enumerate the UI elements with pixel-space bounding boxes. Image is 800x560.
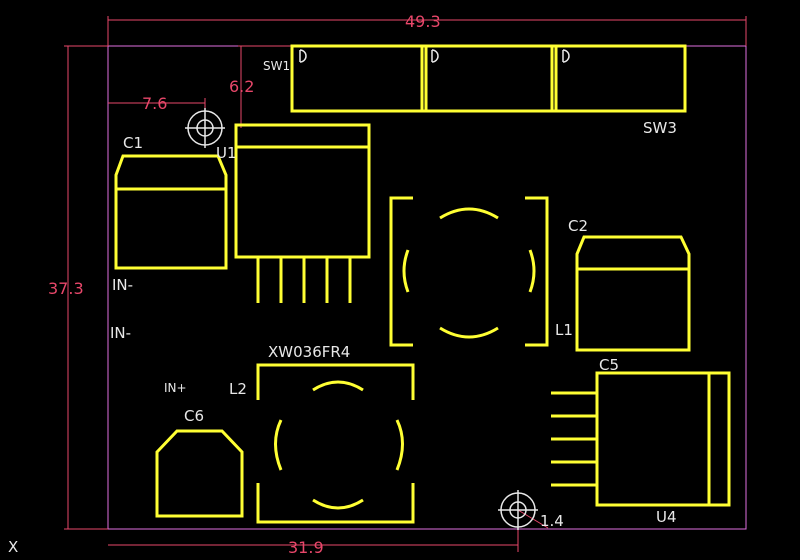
inductor-l1: [389, 196, 549, 347]
label-part-number: XW036FR4: [268, 343, 350, 361]
label-sw1: SW1: [263, 59, 290, 73]
capacitor-c1: [114, 154, 228, 270]
label-in-minus-2: IN-: [110, 324, 131, 342]
dimension-height-total: 37.3: [48, 45, 108, 530]
label-c2: C2: [568, 217, 588, 235]
label-l1: L1: [555, 321, 573, 339]
corner-axis-label: X: [8, 538, 18, 556]
label-c1: C1: [123, 134, 143, 152]
switch-bank: [290, 44, 687, 113]
dimension-bottom-offset: 31.9: [108, 490, 519, 557]
dimension-top-offset: 6.2: [229, 45, 292, 128]
capacitor-c2: [575, 235, 691, 352]
dimension-left-offset-label: 7.6: [142, 94, 167, 113]
dimension-hole-offset-label: 1.4: [540, 512, 564, 530]
label-u1: U1: [216, 144, 237, 162]
dimension-width-total-label: 49.3: [405, 12, 441, 31]
dimension-left-offset: 7.6: [108, 94, 206, 130]
dimension-width-total: 49.3: [107, 12, 747, 46]
mounting-hole-bottom: [498, 490, 538, 530]
regulator-u1: [234, 123, 371, 303]
label-sw3: SW3: [643, 119, 677, 137]
dimension-height-total-label: 37.3: [48, 279, 84, 298]
dimension-bottom-offset-label: 31.9: [288, 538, 324, 557]
label-l2: L2: [229, 380, 247, 398]
dimension-top-offset-label: 6.2: [229, 77, 254, 96]
inductor-l2: [256, 363, 415, 524]
capacitor-c6: [155, 429, 244, 518]
label-u4: U4: [656, 508, 677, 526]
regulator-u4: [551, 371, 731, 507]
label-c5: C5: [599, 356, 619, 374]
label-in-plus: IN+: [164, 381, 187, 395]
mounting-hole-top: [185, 108, 225, 148]
label-in-minus-1: IN-: [112, 276, 133, 294]
label-c6: C6: [184, 407, 204, 425]
